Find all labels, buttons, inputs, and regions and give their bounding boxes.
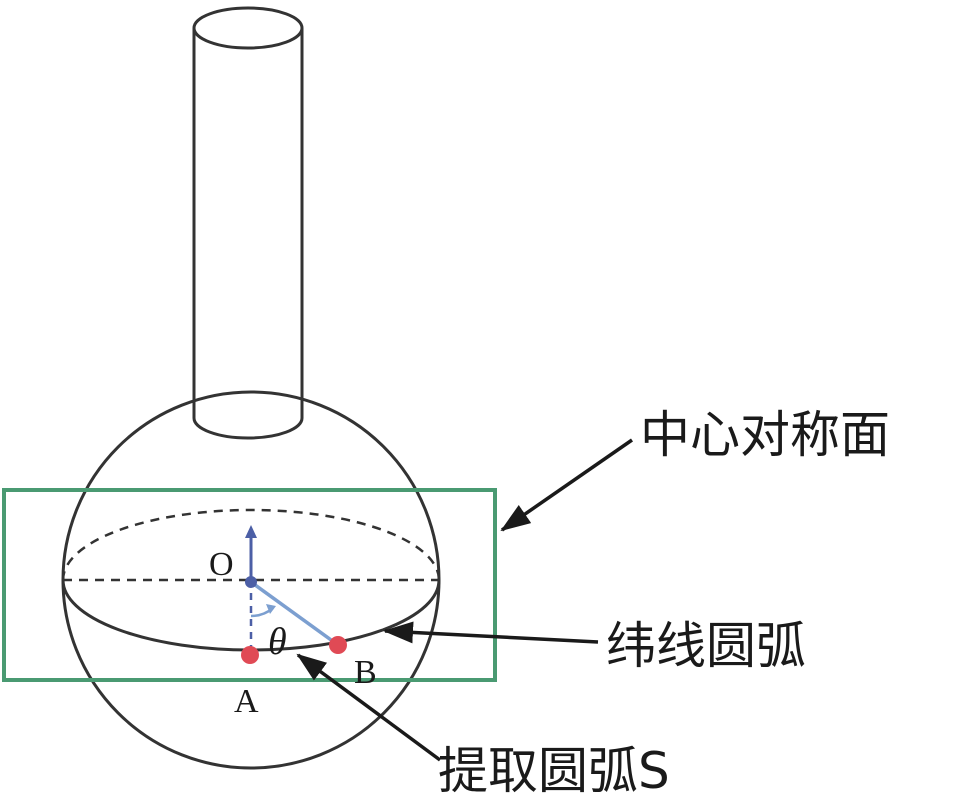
segment-ob [249,580,340,647]
flask-neck [192,6,304,440]
label-symmetry-plane: 中心对称面 [640,406,890,464]
neck-bottom-rim [192,417,304,440]
arrow-latitude-arc [383,621,599,644]
label-extracted-arc: 提取圆弧S [438,742,670,799]
arrow-symmetry-plane [500,438,633,532]
point-b-dot [329,636,347,654]
label-angle-theta: θ [268,621,287,663]
point-o-dot [245,576,257,588]
point-a-dot [241,646,259,664]
neck-top-rim [192,6,304,50]
angle-arc-head [266,604,276,614]
label-point-o: O [209,546,234,583]
label-point-a: A [234,683,259,720]
label-point-b: B [354,654,377,691]
center-symmetry-plane [2,488,497,682]
arrow-extracted-arc [296,653,442,762]
normal-vector-head [245,525,257,538]
equator-back-dashed [61,508,441,581]
equator-front [61,579,441,652]
label-latitude-arc: 纬线圆弧 [606,617,806,675]
